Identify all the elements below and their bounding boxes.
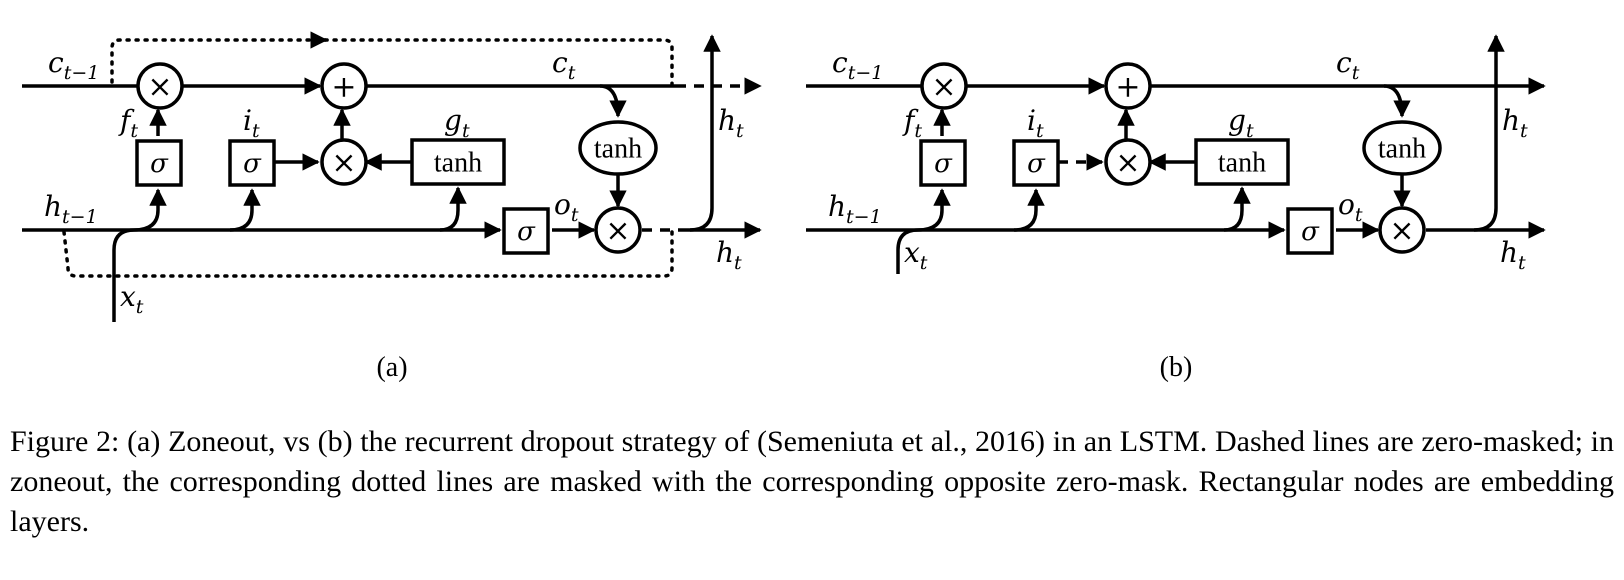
forget-sigma-box: [919, 139, 967, 187]
c-zoneout-dotted-line: [110, 38, 674, 88]
cell-tanh-text: tanh: [1378, 134, 1426, 165]
label-i-t: it: [243, 104, 260, 142]
g-tanh-text: tanh: [1218, 148, 1266, 179]
label-g-t: gt: [1228, 104, 1254, 142]
i-feed-line: [1013, 188, 1045, 232]
label-c-t: ct: [1336, 46, 1360, 84]
input-multiply-symbol: ×: [331, 146, 356, 181]
label-x-t: xt: [120, 280, 144, 318]
g-feed-line: [439, 186, 467, 232]
output-sigma-box: [1286, 207, 1334, 255]
f-feed-line: [133, 188, 167, 232]
output-multiply-symbol: ×: [605, 214, 630, 249]
forget-multiply-circle: [136, 62, 184, 110]
i-feed-line: [229, 188, 261, 232]
label-h-out: ht: [1500, 236, 1526, 274]
input-sigma-text: σ: [243, 149, 262, 179]
c-to-tanh-line: [1383, 84, 1411, 118]
input-sigma-box: [1012, 139, 1060, 187]
input-multiply-circle: [320, 138, 368, 186]
label-h-up: ht: [718, 104, 744, 142]
input-multiply-symbol: ×: [1115, 146, 1140, 181]
label-h-prev: ht−1: [44, 190, 98, 228]
cell-add-circle: [1104, 62, 1152, 110]
panel-label: (b): [1160, 352, 1193, 383]
lstm-figure: × + × × σ σ σ tanh tanh ct−1 ct ht−1 ht ht xt ft it gt ot (…: [22, 31, 1546, 383]
label-c-prev: ct−1: [832, 46, 883, 84]
output-sigma-box: [502, 207, 550, 255]
label-i-t: it: [1027, 104, 1044, 142]
c-to-tanh-line: [599, 84, 627, 118]
g-tanh-box: [1194, 138, 1290, 186]
cell-tanh-ellipse: [578, 120, 658, 176]
label-x-t: xt: [904, 236, 928, 274]
label-c-t: ct: [552, 46, 576, 84]
label-g-t: gt: [444, 104, 470, 142]
forget-sigma-text: σ: [150, 149, 169, 179]
output-sigma-text: σ: [517, 217, 536, 247]
output-multiply-circle: [1378, 206, 1426, 254]
label-h-out: ht: [716, 236, 742, 274]
output-multiply-circle: [594, 206, 642, 254]
cell-add-circle: [320, 62, 368, 110]
forget-multiply-circle: [920, 62, 968, 110]
f-feed-line: [917, 188, 951, 232]
label-o-t: ot: [554, 188, 579, 226]
forget-multiply-symbol: ×: [931, 70, 956, 105]
figure-caption: Figure 2: (a) Zoneout, vs (b) the recurr…: [10, 425, 1614, 538]
cell-add-symbol: +: [1115, 70, 1140, 105]
label-o-t: ot: [1338, 188, 1363, 226]
output-sigma-text: σ: [1301, 217, 1320, 247]
h-up-line: [1473, 34, 1505, 232]
h-up-line: [689, 34, 721, 232]
cell-tanh-text: tanh: [594, 134, 642, 165]
panel-b: × + × × σ σ σ tanh tanh ct−1 ct ht−1 ht ht xt ft it gt ot (…: [806, 34, 1546, 383]
panel-a: × + × × σ σ σ tanh tanh ct−1 ct ht−1 ht ht xt ft it gt ot (…: [22, 31, 762, 383]
label-f-t: ft: [902, 104, 922, 142]
x-input-line: [112, 228, 135, 322]
cell-tanh-ellipse: [1362, 120, 1442, 176]
h-zoneout-dotted-line: [62, 228, 674, 278]
input-multiply-circle: [1104, 138, 1152, 186]
label-f-t: ft: [118, 104, 138, 142]
forget-sigma-text: σ: [934, 149, 953, 179]
g-tanh-box: [410, 138, 506, 186]
g-tanh-text: tanh: [434, 148, 482, 179]
input-sigma-box: [228, 139, 276, 187]
forget-sigma-box: [135, 139, 183, 187]
x-input-line: [896, 228, 919, 274]
panel-label: (a): [376, 352, 407, 383]
output-multiply-symbol: ×: [1389, 214, 1414, 249]
label-c-prev: ct−1: [48, 46, 99, 84]
label-h-up: ht: [1502, 104, 1528, 142]
forget-multiply-symbol: ×: [147, 70, 172, 105]
cell-add-symbol: +: [331, 70, 356, 105]
input-sigma-text: σ: [1027, 149, 1046, 179]
g-feed-line: [1223, 186, 1251, 232]
label-h-prev: ht−1: [828, 190, 882, 228]
